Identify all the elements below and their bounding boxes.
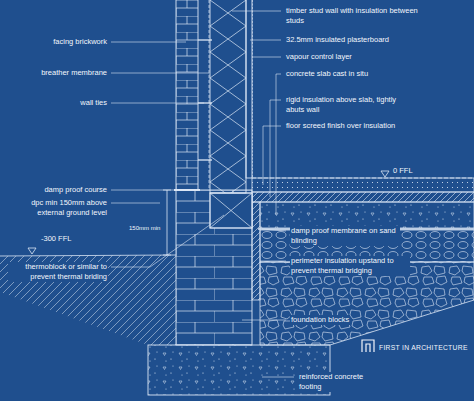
wall xyxy=(252,0,253,178)
level-markers xyxy=(252,178,474,179)
foundation-blocks xyxy=(210,193,252,228)
wall xyxy=(210,0,246,193)
wall xyxy=(174,0,253,193)
leader-lines xyxy=(263,126,281,185)
leader-lines xyxy=(111,42,186,43)
watermark: FIRST IN ARCHITECTURE xyxy=(378,343,469,353)
leader-lines xyxy=(253,57,281,58)
part-label: foundation blocks xyxy=(290,315,350,325)
leader-lines xyxy=(111,203,160,204)
floor-build-up xyxy=(252,202,260,300)
stone-fill xyxy=(260,230,474,345)
leader-lines xyxy=(276,74,281,215)
foundation-blocks xyxy=(176,190,252,345)
leader-lines xyxy=(262,229,286,231)
part-label: breather membrane xyxy=(40,68,108,78)
wall xyxy=(246,0,252,178)
leader-lines xyxy=(232,11,281,12)
leader-lines xyxy=(270,100,281,197)
part-label: vapour control layer xyxy=(285,52,353,62)
leader-lines xyxy=(242,320,286,321)
part-label: thermoblock or similar to prevent therma… xyxy=(8,262,108,282)
external-ground xyxy=(0,255,176,345)
wall xyxy=(198,159,212,160)
leader-lines xyxy=(111,103,204,104)
floor-build-up xyxy=(260,202,474,228)
floor-build-up xyxy=(252,178,474,192)
part-label: damp proof membrane on sand blinding xyxy=(290,226,400,246)
wall xyxy=(174,189,200,191)
part-label: facing brickwork xyxy=(52,37,108,47)
level-markers xyxy=(381,171,389,177)
leader-lines xyxy=(111,73,209,74)
leader-lines xyxy=(260,261,286,262)
floor-build-up xyxy=(252,192,474,202)
external-ground xyxy=(0,255,176,256)
logo-icon xyxy=(362,340,374,352)
foundation-blocks xyxy=(176,190,252,345)
foundation-blocks xyxy=(210,193,252,228)
level-label: -300 FFL xyxy=(40,234,72,244)
leader-lines xyxy=(262,377,294,378)
level-markers xyxy=(28,248,36,254)
logo-icon xyxy=(362,340,374,352)
leader-lines xyxy=(111,215,224,267)
note-label: dpc min 150mm above external ground leve… xyxy=(13,198,108,218)
part-label: floor screed finish over insulation xyxy=(285,121,396,131)
part-label: 32.5mm insulated plasterboard xyxy=(285,35,390,45)
wall xyxy=(209,0,210,190)
leader-lines xyxy=(250,40,281,41)
dimension-label: 150mm min xyxy=(128,224,161,232)
leader-lines xyxy=(111,11,294,377)
part-label: rigid insulation above slab, tightly abu… xyxy=(285,95,415,115)
leader-lines xyxy=(111,190,176,191)
level-markers xyxy=(167,190,168,255)
part-label: reinforced concrete footing xyxy=(298,372,388,392)
part-label: wall ties xyxy=(79,98,108,108)
external-ground xyxy=(0,255,176,345)
floor-build-up xyxy=(252,178,474,300)
wall xyxy=(176,0,198,190)
part-label: concrete slab cast in situ xyxy=(285,69,369,79)
wall xyxy=(198,39,212,40)
part-label: timber stud wall with insulation between… xyxy=(285,6,420,26)
level-label: 0 FFL xyxy=(392,166,414,176)
part-label: damp proof course xyxy=(43,185,108,195)
part-label: perimeter insulation upstand to prevent … xyxy=(290,256,410,276)
